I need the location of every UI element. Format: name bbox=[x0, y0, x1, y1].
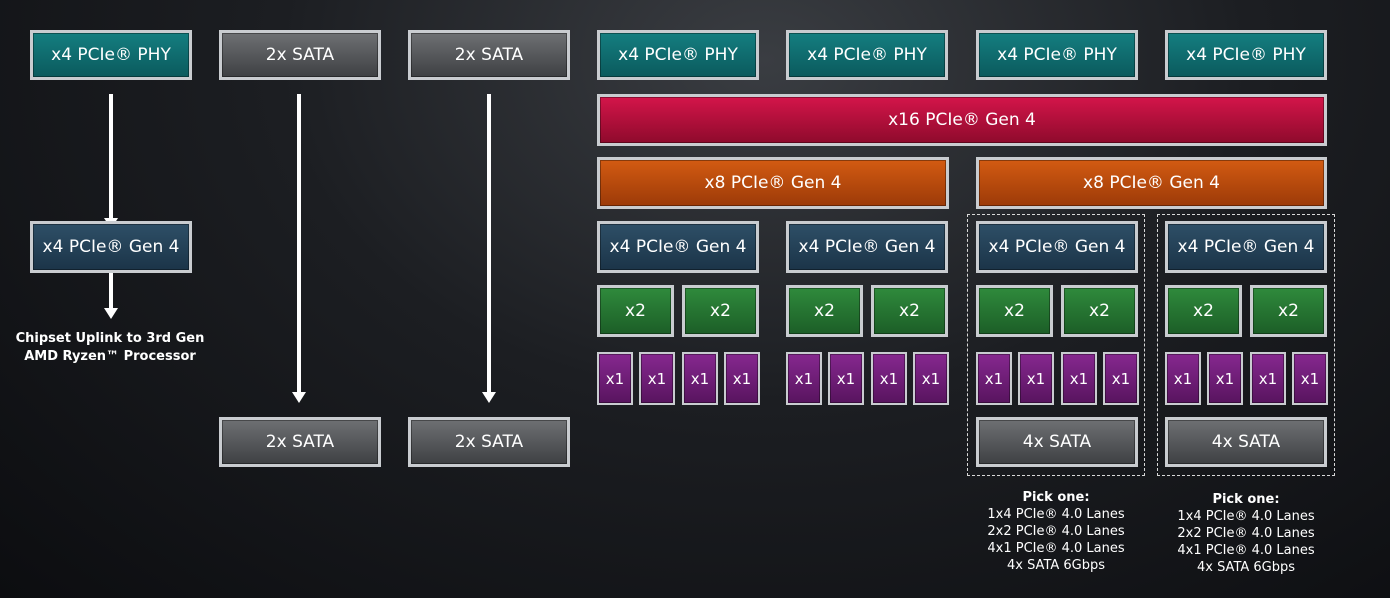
x2-block-6: x2 bbox=[1061, 285, 1138, 337]
x2-block-7: x2 bbox=[1165, 285, 1242, 337]
phy-block-3: x4 PCIe® PHY bbox=[786, 30, 948, 80]
x1-block-14: x1 bbox=[1207, 352, 1243, 405]
x1-block-7: x1 bbox=[871, 352, 907, 405]
x1-block-1: x1 bbox=[597, 352, 633, 405]
x1-block-8: x1 bbox=[913, 352, 949, 405]
pick-group-1 bbox=[967, 214, 1145, 476]
x1-block-16: x1 bbox=[1292, 352, 1328, 405]
x2-block-2: x2 bbox=[682, 285, 759, 337]
sata-top-1: 2x SATA bbox=[219, 30, 381, 80]
arrow-down-1 bbox=[104, 94, 118, 229]
x1-block-3: x1 bbox=[682, 352, 718, 405]
x1-block-12: x1 bbox=[1103, 352, 1139, 405]
x4-gen4-block-1: x4 PCIe® Gen 4 bbox=[597, 221, 759, 273]
phy-block-5: x4 PCIe® PHY bbox=[1165, 30, 1327, 80]
x8-gen4-block-1: x8 PCIe® Gen 4 bbox=[597, 157, 949, 209]
x4-gen4-block-2: x4 PCIe® Gen 4 bbox=[786, 221, 948, 273]
x2-block-4: x2 bbox=[871, 285, 948, 337]
x1-block-4: x1 bbox=[724, 352, 760, 405]
pick-note-2: Pick one: 1x4 PCIe® 4.0 Lanes 2x2 PCIe® … bbox=[1177, 492, 1315, 575]
sata-top-2: 2x SATA bbox=[408, 30, 570, 80]
x1-block-10: x1 bbox=[1018, 352, 1054, 405]
x1-block-2: x1 bbox=[639, 352, 675, 405]
x1-block-11: x1 bbox=[1061, 352, 1097, 405]
phy-block-2: x4 PCIe® PHY bbox=[597, 30, 759, 80]
sata-bottom-1: 2x SATA bbox=[219, 417, 381, 467]
arrow-down-uplink bbox=[104, 273, 118, 319]
phy-block-4: x4 PCIe® PHY bbox=[976, 30, 1138, 80]
x1-block-15: x1 bbox=[1250, 352, 1286, 405]
x4-gen4-block-3: x4 PCIe® Gen 4 bbox=[976, 221, 1138, 273]
sata4-block-1: 4x SATA bbox=[976, 417, 1138, 467]
pick-group-2 bbox=[1157, 214, 1335, 476]
x2-block-5: x2 bbox=[976, 285, 1053, 337]
x1-block-5: x1 bbox=[786, 352, 822, 405]
x1-block-9: x1 bbox=[976, 352, 1012, 405]
x8-gen4-block-2: x8 PCIe® Gen 4 bbox=[976, 157, 1327, 209]
x2-block-8: x2 bbox=[1250, 285, 1327, 337]
x4-gen4-uplink: x4 PCIe® Gen 4 bbox=[30, 221, 192, 273]
x1-block-6: x1 bbox=[828, 352, 864, 405]
pick-note-1: Pick one: 1x4 PCIe® 4.0 Lanes 2x2 PCIe® … bbox=[987, 490, 1125, 573]
x4-gen4-block-4: x4 PCIe® Gen 4 bbox=[1165, 221, 1327, 273]
x2-block-3: x2 bbox=[786, 285, 863, 337]
x16-gen4-block: x16 PCIe® Gen 4 bbox=[597, 94, 1327, 146]
arrow-down-2 bbox=[292, 94, 306, 403]
uplink-label: Chipset Uplink to 3rd Gen AMD Ryzen™ Pro… bbox=[15, 331, 205, 364]
x1-block-13: x1 bbox=[1165, 352, 1201, 405]
x2-block-1: x2 bbox=[597, 285, 674, 337]
phy-block-1: x4 PCIe® PHY bbox=[30, 30, 192, 80]
arrow-down-3 bbox=[482, 94, 496, 403]
sata4-block-2: 4x SATA bbox=[1165, 417, 1327, 467]
sata-bottom-2: 2x SATA bbox=[408, 417, 570, 467]
